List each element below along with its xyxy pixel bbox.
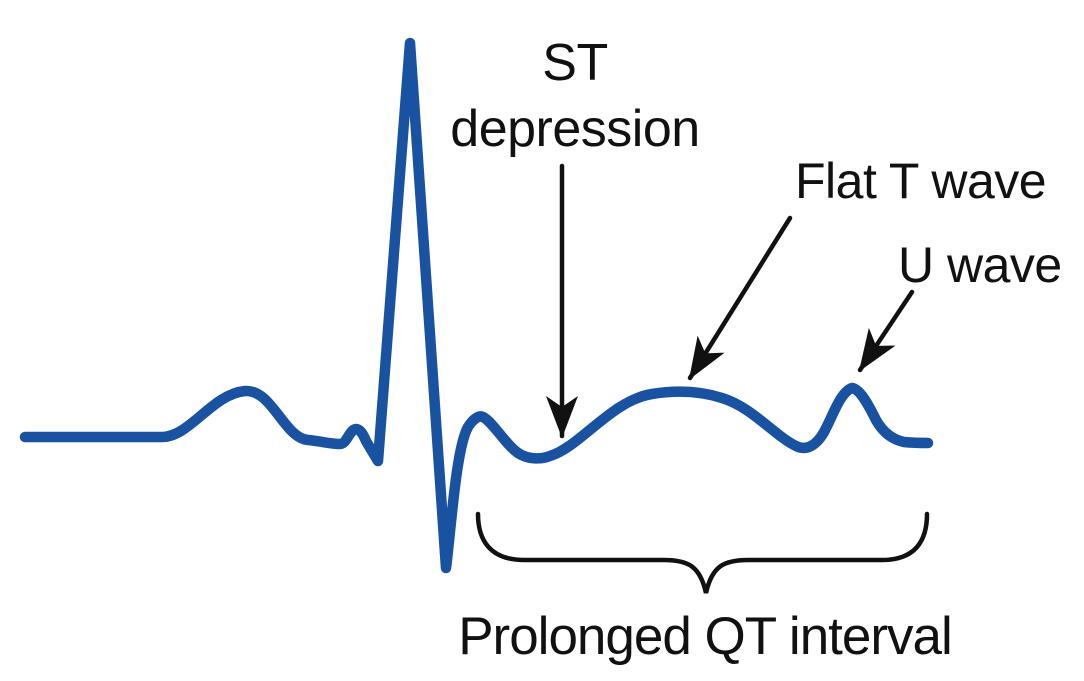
st-depression-label: ST depression [425, 30, 725, 162]
flat-t-wave-arrow [687, 215, 793, 381]
st-depression-label-line1: ST [542, 34, 608, 92]
qt-interval-brace [475, 511, 930, 594]
flat-t-wave-label: Flat T wave [795, 153, 1047, 209]
prolonged-qt-interval-label: Prolonged QT interval [458, 607, 953, 666]
st-depression-label-line2: depression [450, 100, 700, 158]
u-wave-label: U wave [898, 237, 1062, 293]
ecg-waveform-trace [19, 37, 934, 574]
u-wave-arrow [857, 289, 915, 373]
